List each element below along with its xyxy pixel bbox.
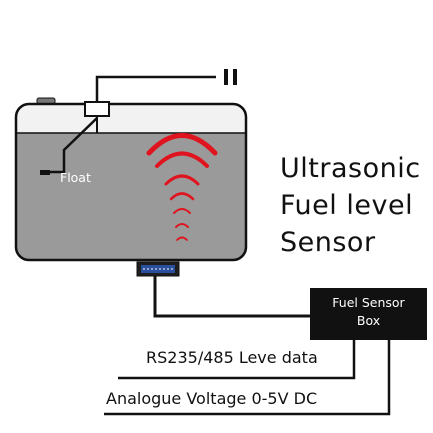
analog-output-line [104, 340, 391, 416]
title-line-1: Ultrasonic [280, 153, 421, 184]
title-line-2: Fuel level [280, 190, 414, 221]
fuel-liquid [16, 133, 246, 260]
fuel-tank [14, 97, 248, 262]
float-label: Float [60, 170, 91, 185]
tank-air-space [16, 104, 246, 133]
connector-cable [153, 276, 312, 318]
fuel-sensor-box: Fuel Sensor Box [310, 288, 427, 340]
ultrasonic-waves [146, 133, 218, 241]
sensor-box-label-line1: Fuel Sensor [332, 295, 405, 310]
rs-output-label: RS235/485 Leve data [146, 348, 318, 367]
analog-output-label: Analogue Voltage 0-5V DC [106, 389, 318, 408]
title-line-3: Sensor [280, 227, 376, 258]
top-cable [95, 69, 237, 102]
db9-connector-icon [136, 261, 180, 277]
rs-output-line [118, 340, 356, 380]
float-icon [40, 117, 98, 175]
sensor-box-label-line2: Box [356, 313, 381, 328]
